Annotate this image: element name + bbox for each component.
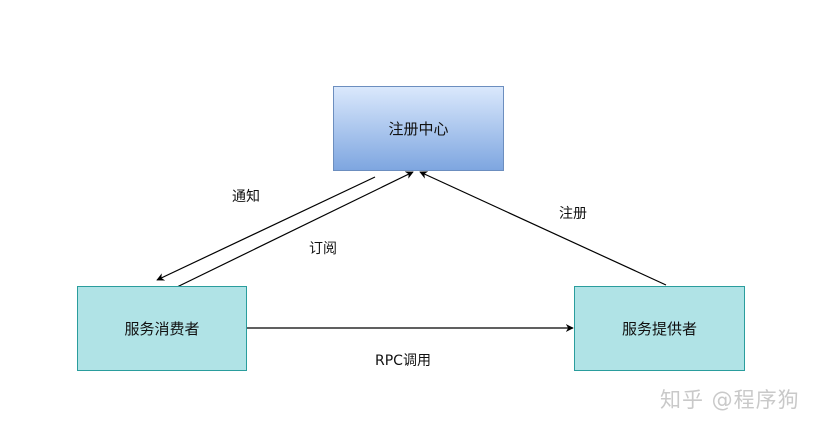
node-service-consumer-label: 服务消费者 bbox=[124, 320, 200, 338]
edge-subscribe-arrow bbox=[176, 171, 414, 288]
edge-label-rpc-call: RPC调用 bbox=[375, 353, 431, 369]
node-registry-center-label: 注册中心 bbox=[388, 120, 449, 138]
node-registry-center: 注册中心 bbox=[333, 86, 504, 171]
edge-notify-arrow bbox=[156, 176, 376, 281]
watermark: 知乎 @程序狗 bbox=[660, 388, 800, 412]
node-service-provider: 服务提供者 bbox=[574, 286, 745, 371]
edge-label-register: 注册 bbox=[559, 206, 587, 222]
edge-label-subscribe: 订阅 bbox=[309, 241, 337, 257]
edge-register-arrow bbox=[419, 171, 667, 286]
node-service-provider-label: 服务提供者 bbox=[621, 320, 697, 338]
edge-label-notify: 通知 bbox=[232, 189, 260, 205]
node-service-consumer: 服务消费者 bbox=[77, 286, 247, 371]
